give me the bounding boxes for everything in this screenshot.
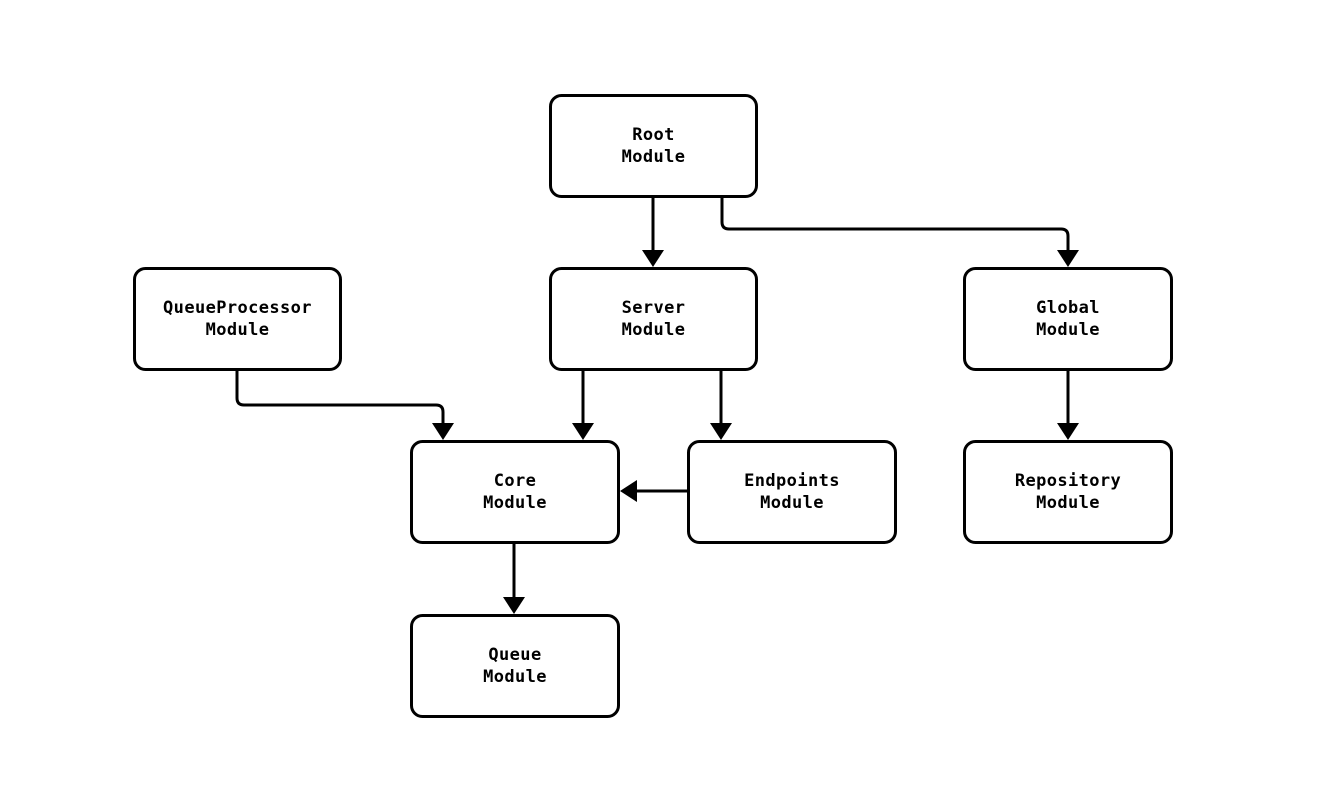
root-module-label-line1: Root xyxy=(632,125,675,145)
global-module-label-line2: Module xyxy=(1036,320,1100,340)
endpoints-module-label-line2: Module xyxy=(760,493,824,513)
server-module-box[interactable] xyxy=(549,267,758,371)
root-module-box[interactable] xyxy=(549,94,758,198)
edge-root-to-global-arrowhead-icon xyxy=(1057,250,1079,267)
repository-module-label-line2: Module xyxy=(1036,493,1100,513)
edge-global-to-repository xyxy=(1057,371,1079,440)
queue-module-box[interactable] xyxy=(410,614,620,718)
edge-root-to-server-arrowhead-icon xyxy=(642,250,664,267)
edge-queueprocessor-to-core-arrowhead-icon xyxy=(432,423,454,440)
edge-root-to-server xyxy=(642,198,664,267)
queue-module-label-line1: Queue xyxy=(488,645,541,665)
root-module-label-line2: Module xyxy=(622,147,686,167)
edge-endpoints-to-core-arrowhead-icon xyxy=(620,480,637,502)
core-module-label-line1: Core xyxy=(494,471,537,491)
edge-root-to-global-line xyxy=(720,198,1070,252)
core-module-label-line2: Module xyxy=(483,493,547,513)
queue-module-label-line2: Module xyxy=(483,667,547,687)
edge-core-to-queue-arrowhead-icon xyxy=(503,597,525,614)
queueprocessor-module-box[interactable] xyxy=(133,267,342,371)
queueprocessor-module-label-line2: Module xyxy=(206,320,270,340)
edges-layer xyxy=(235,198,1079,614)
nodes-layer: RootModuleQueueProcessorModuleServerModu… xyxy=(133,94,1173,718)
endpoints-module-label-line1: Endpoints xyxy=(744,471,840,491)
edge-endpoints-to-core xyxy=(620,480,687,502)
edge-server-to-core-arrowhead-icon xyxy=(572,423,594,440)
edge-server-to-endpoints xyxy=(710,371,732,440)
edge-root-to-global xyxy=(720,198,1079,267)
repository-module-label-line1: Repository xyxy=(1015,471,1121,491)
edge-queueprocessor-to-core-line xyxy=(235,371,445,425)
global-module-box[interactable] xyxy=(963,267,1173,371)
repository-module-box[interactable] xyxy=(963,440,1173,544)
edge-server-to-endpoints-arrowhead-icon xyxy=(710,423,732,440)
global-module-label-line1: Global xyxy=(1036,298,1100,318)
queueprocessor-module-label-line1: QueueProcessor xyxy=(163,298,312,318)
server-module-label-line1: Server xyxy=(622,298,686,318)
edge-queueprocessor-to-core xyxy=(235,371,454,440)
endpoints-module-box[interactable] xyxy=(687,440,897,544)
edge-core-to-queue xyxy=(503,544,525,614)
server-module-label-line2: Module xyxy=(622,320,686,340)
core-module-box[interactable] xyxy=(410,440,620,544)
edge-global-to-repository-arrowhead-icon xyxy=(1057,423,1079,440)
edge-server-to-core xyxy=(572,371,594,440)
